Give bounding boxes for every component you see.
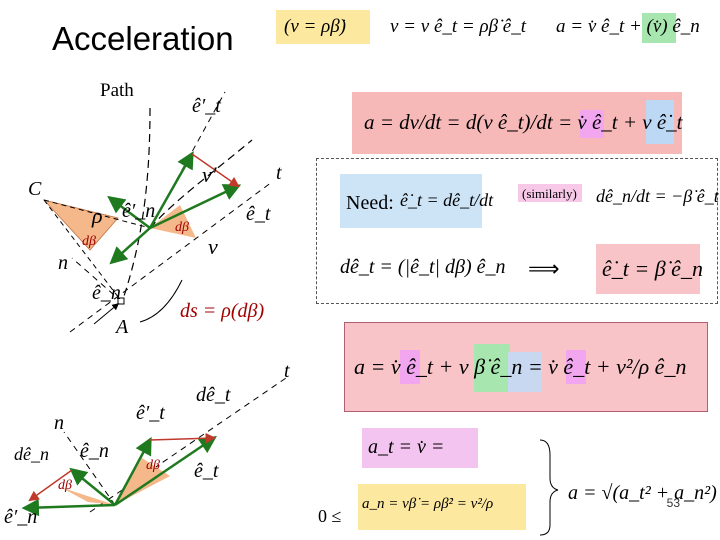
accel-short-formula: a = v̇ ê_t + (v̇) ê_n <box>556 16 700 37</box>
et-label-upper: ê_t <box>246 203 271 225</box>
lower-arrow-det <box>149 433 217 444</box>
highlight-magenta-final-2 <box>566 350 586 384</box>
radial-line-2 <box>43 199 123 303</box>
magnitude-equation: a = √(a_t² + a_n²) <box>568 482 717 504</box>
n-label-lower: n <box>54 412 64 434</box>
dbeta-left-label-lower: dβ <box>58 478 72 493</box>
lower-arrow-en <box>69 467 116 506</box>
et-prime-label-lower: ê′_t <box>136 402 165 424</box>
a-label: A <box>116 316 129 338</box>
v-prime-label: v′ <box>202 162 217 187</box>
an-box <box>358 484 526 530</box>
at-equation: a_t = v̇ = <box>368 436 445 458</box>
arrow-et-prime <box>148 150 194 229</box>
en-prime-label-upper: ê′_n <box>122 200 156 222</box>
rho-label: ρ <box>92 203 103 228</box>
lower-arrow-den <box>28 469 73 502</box>
path-label: Path <box>100 80 134 101</box>
arrow-det-upper <box>191 153 240 188</box>
highlight-blue-final <box>508 352 542 392</box>
highlight-blue-1 <box>646 100 674 144</box>
arrow-en <box>109 227 151 265</box>
brace <box>539 439 559 536</box>
en-label-lower: ê_n <box>80 440 109 462</box>
lower-t-axis <box>89 377 287 513</box>
accel-derivation: a = dv/dt = d(v ê_t)/dt = v̇ ê_t + v ê̇_… <box>364 110 683 134</box>
c-label: C <box>28 178 42 200</box>
arrow-to-a <box>93 303 120 325</box>
path-curve <box>121 107 151 303</box>
dbeta-mid-label: dβ <box>175 220 189 235</box>
need-equation: ê̇_t = dê_t/dt <box>400 190 494 210</box>
lower-arrow-en-prime <box>21 498 116 517</box>
point-a <box>117 297 125 305</box>
n-label-upper: n <box>58 252 68 274</box>
lower-arrow-et-prime <box>113 436 152 506</box>
lower-n-axis <box>63 431 116 506</box>
an-equation: a_n = vβ̇ = ρβ̇² = v²/ρ <box>362 496 494 512</box>
v-label: v <box>208 234 218 259</box>
slide-number: 53 <box>666 496 680 510</box>
t-axis <box>69 181 273 333</box>
zero-le: 0 ≤ <box>318 506 342 526</box>
n-axis <box>71 257 123 303</box>
highlight-green-top <box>642 13 676 43</box>
at-box <box>362 428 478 468</box>
det-label-lower: dê_t <box>196 384 231 406</box>
en-label-upper: ê_n <box>92 282 121 304</box>
arc-ds <box>139 279 183 323</box>
arrow-en-prime <box>107 195 151 229</box>
et-label-lower: ê_t <box>194 460 219 482</box>
highlight-magenta-1 <box>580 110 604 138</box>
path-curve-upper <box>149 139 253 229</box>
lower-wedge-left <box>60 487 115 505</box>
velocity-formula: v = v ê_t = ρβ̇ ê_t <box>390 16 527 37</box>
lower-wedge-mid <box>115 458 170 505</box>
similarly-label: (similarly) <box>522 186 577 201</box>
radial-line-1 <box>43 199 151 229</box>
final-accel-equation: a = v̇ ê_t + v β̇ ê_n = v̇ ê_t + v²/ρ ê_… <box>354 354 687 379</box>
result-box <box>596 244 700 294</box>
velocity-definition: (v = ρβ̇) <box>284 16 346 37</box>
det-equation: dê_t = (|ê_t| dβ) ê_n <box>340 256 506 278</box>
wedge-dbeta-upper <box>150 205 196 238</box>
t-label-lower: t <box>284 360 290 382</box>
wedge-center-c <box>42 199 119 251</box>
need-label: Need: <box>346 192 394 214</box>
accel-derivation-box <box>352 92 682 154</box>
result-equation: ê̇_t = β̇ ê_n <box>602 256 703 281</box>
dbeta-left-label: dβ <box>82 234 96 249</box>
highlight-magenta-final-1 <box>400 350 420 384</box>
lower-arrow-et <box>114 436 217 507</box>
et-prime-label-upper: ê′_t <box>192 95 221 117</box>
t-label-upper: t <box>276 162 282 184</box>
need-highlight <box>340 174 482 228</box>
need-box <box>316 158 718 304</box>
velocity-definition-box <box>276 10 370 44</box>
slide-title: Acceleration <box>52 20 234 57</box>
similarly-equation: dê_n/dt = −β̇ ê_t <box>596 186 719 206</box>
ds-equation: ds = ρ(dβ) <box>180 300 265 322</box>
den-label-lower: dê_n <box>14 444 49 464</box>
highlight-green-final <box>474 344 510 392</box>
en-prime-label-lower: ê′_n <box>4 506 38 528</box>
implies-arrow: ⟹ <box>528 256 560 281</box>
dbeta-mid-label-lower: dβ <box>146 458 160 473</box>
similarly-label-box <box>518 184 582 202</box>
arrow-et <box>149 184 242 230</box>
